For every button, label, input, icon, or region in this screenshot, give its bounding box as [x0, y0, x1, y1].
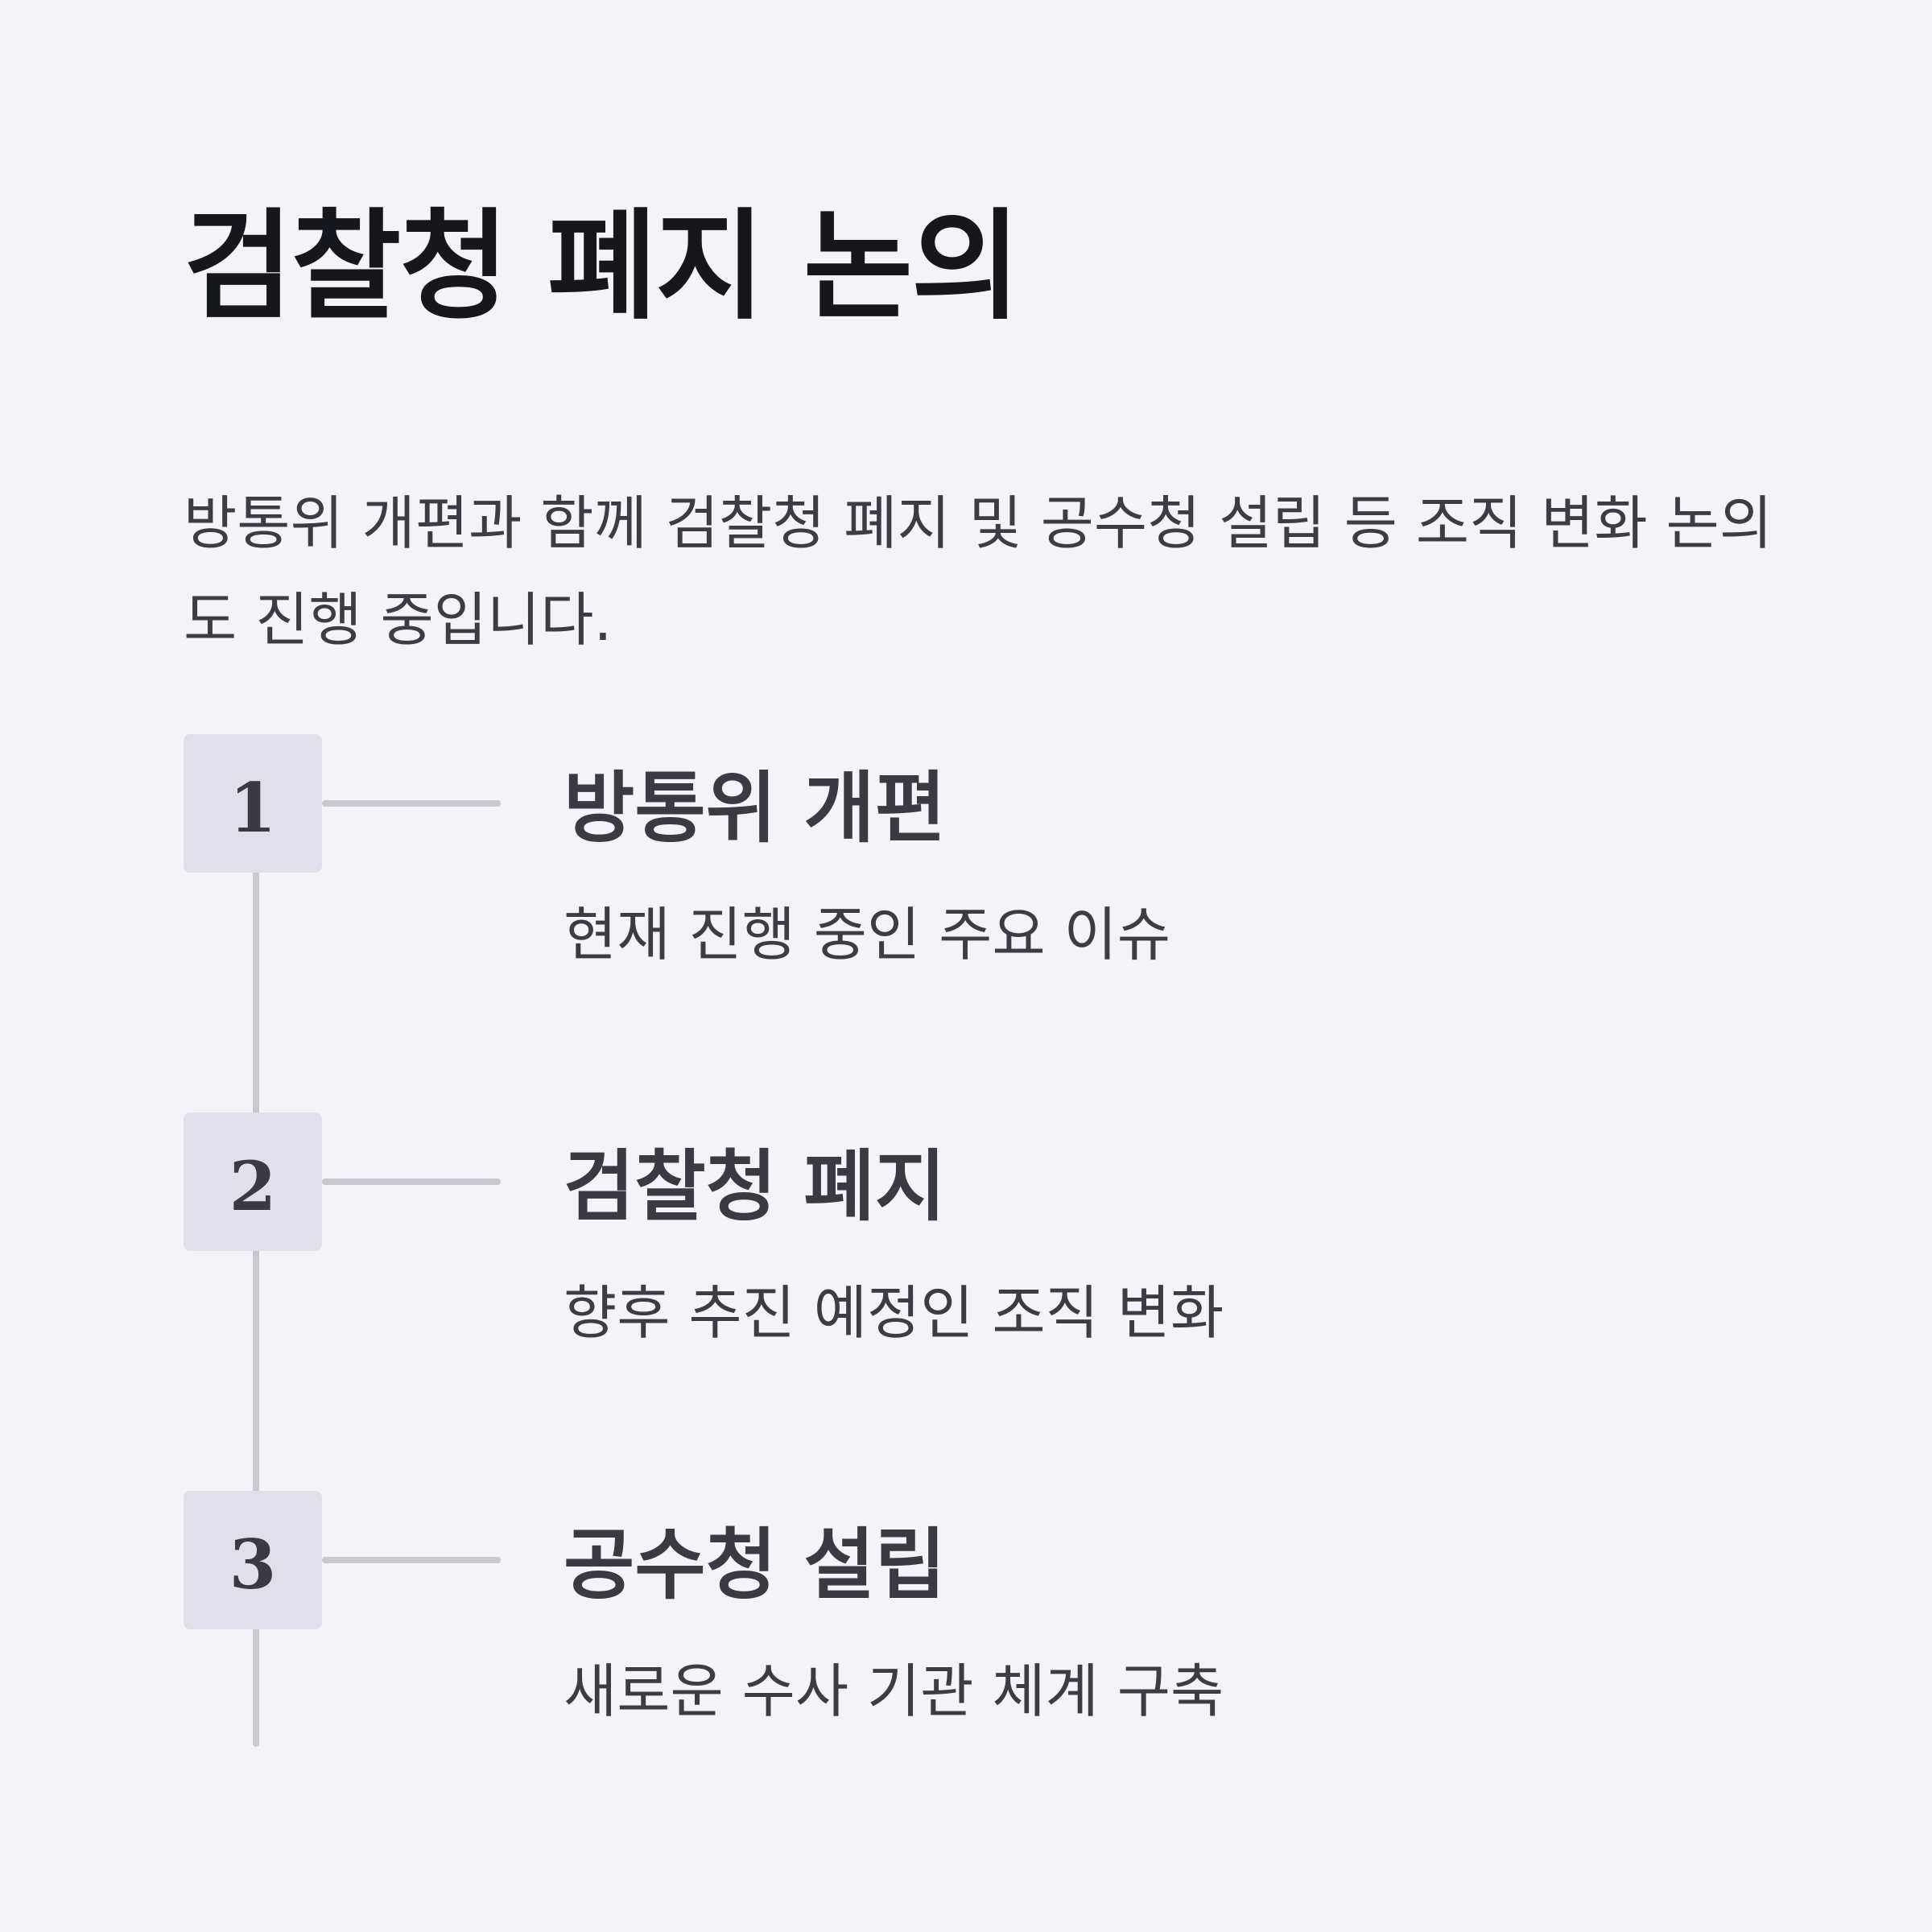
step-number-badge: 2	[184, 1113, 322, 1251]
timeline-rail	[253, 869, 259, 1747]
step-connector	[322, 1179, 501, 1185]
step-description: 현재 진행 중인 주요 이슈	[564, 901, 1170, 968]
step-title: 공수청 설립	[564, 1520, 947, 1610]
step-title: 검찰청 폐지	[564, 1141, 947, 1232]
step-number: 3	[229, 1524, 277, 1604]
timeline-step-3: 3 공수청 설립 새로운 수사 기관 체계 구축	[0, 1491, 1932, 1724]
timeline-step-2: 2 검찰청 폐지 향후 추진 예정인 조직 변화	[0, 1113, 1932, 1345]
step-connector	[322, 800, 501, 807]
step-number: 1	[229, 767, 277, 848]
step-number-badge: 1	[184, 734, 322, 873]
timeline-step-1: 1 방통위 개편 현재 진행 중인 주요 이슈	[0, 734, 1932, 967]
page-title: 검찰청 폐지 논의	[184, 197, 1021, 336]
step-title: 방통위 개편	[564, 763, 947, 853]
step-number: 2	[229, 1146, 277, 1226]
step-number-badge: 3	[184, 1491, 322, 1629]
intro-text: 방통위 개편과 함께 검찰청 폐지 및 공수청 설립 등 조직 변화 논의도 진…	[184, 489, 1773, 654]
step-description: 새로운 수사 기관 체계 구축	[564, 1657, 1224, 1725]
step-description: 향후 추진 예정인 조직 변화	[564, 1279, 1224, 1347]
step-connector	[322, 1557, 501, 1563]
